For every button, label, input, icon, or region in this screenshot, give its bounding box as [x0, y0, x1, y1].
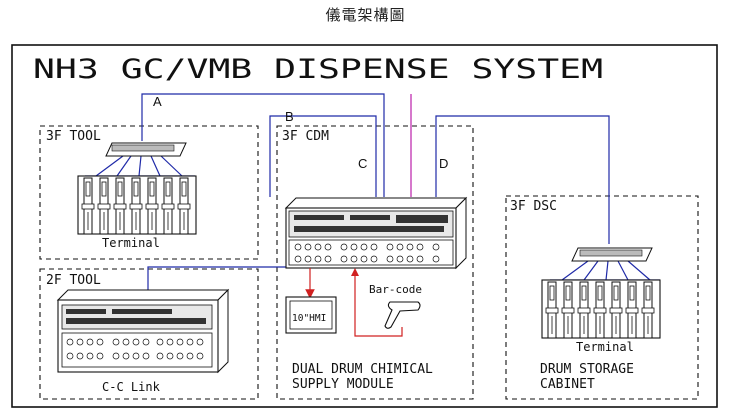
- line-a: [141, 93, 385, 197]
- cc-link-caption: C-C Link: [102, 380, 161, 394]
- cdm-controller: [284, 196, 468, 270]
- line-c-label: C: [358, 156, 367, 171]
- cc-link-controller: [56, 288, 230, 374]
- zone-3f-cdm: [276, 125, 474, 400]
- zone-3f-dsc: [505, 195, 699, 400]
- barcode-arrow: [351, 268, 359, 276]
- line-b: [269, 115, 377, 197]
- dsc-caption-line2: CABINET: [540, 377, 595, 392]
- junction-box-3f-dsc: [571, 247, 653, 262]
- junction-box-3f-tool: [105, 142, 187, 157]
- barcode-scanner-icon: [384, 301, 421, 329]
- cdm-caption-line2: SUPPLY MODULE: [292, 377, 394, 392]
- zone-3f-dsc-label: 3F DSC: [510, 199, 557, 214]
- terminal-rack-3f-tool: [77, 175, 197, 235]
- hmi-screen: [285, 296, 337, 334]
- cdm-caption-line1: DUAL DRUM CHIMICAL: [292, 362, 433, 377]
- zone-3f-cdm-label: 3F CDM: [282, 129, 329, 144]
- zone-2f-tool-label: 2F TOOL: [46, 273, 101, 288]
- control-wiring: [305, 268, 403, 337]
- dsc-caption-line1: DRUM STORAGE: [540, 362, 634, 377]
- page-title: 儀電架構圖: [325, 6, 406, 24]
- barcode-label: Bar-code: [369, 283, 422, 296]
- terminal-3f-tool-caption: Terminal: [102, 236, 160, 250]
- zone-3f-tool-label: 3F TOOL: [46, 129, 101, 144]
- zone-3f-tool: [39, 125, 259, 260]
- line-b-label: B: [285, 109, 294, 124]
- line-d-label: D: [439, 156, 448, 171]
- terminal-rack-3f-dsc: [541, 279, 661, 339]
- system-title: NH3 GC/VMB DISPENSE SYSTEM: [33, 54, 603, 85]
- zone-2f-tool: [39, 268, 259, 400]
- hmi-label: 10"HMI: [292, 313, 326, 324]
- line-a-label: A: [153, 94, 162, 109]
- terminal-3f-dsc-caption: Terminal: [576, 340, 634, 354]
- system-frame: [11, 44, 718, 408]
- line-d: [435, 115, 610, 244]
